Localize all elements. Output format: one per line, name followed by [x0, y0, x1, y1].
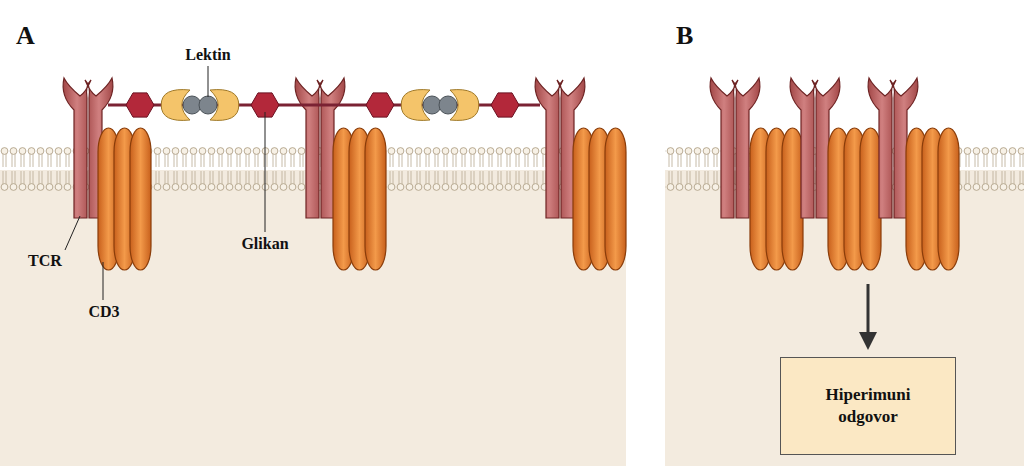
receptors [63, 78, 959, 270]
part-name: CD3 [88, 303, 119, 321]
tcr-cd3-complex [868, 78, 959, 270]
response-box: Hiperimuni odgovor [780, 357, 956, 455]
tcr-chain [63, 78, 91, 218]
cd3-subunit [938, 128, 959, 270]
tcr-cd3-complex [790, 78, 881, 270]
box-text: Hiperimuni odgovor [803, 384, 933, 428]
cd3-subunit [130, 128, 151, 270]
part-name: Lektin [185, 46, 230, 64]
lectin-core [183, 96, 201, 114]
panel-letter: A [16, 22, 35, 51]
cd3-subunit [860, 128, 881, 270]
glycan-hexagon [491, 93, 519, 117]
panel-letter: B [676, 22, 693, 51]
cd3-subunit [605, 128, 626, 270]
tcr-cd3-complex [710, 78, 803, 270]
lectin-core [199, 96, 217, 114]
lectin-chain [108, 90, 540, 121]
tcr-chain [535, 78, 563, 218]
lectin-core [439, 96, 457, 114]
cd3-subunit [365, 128, 386, 270]
glycan-hexagon [366, 93, 394, 117]
tcr-chain [790, 78, 818, 218]
tcr-cd3-complex [535, 78, 626, 270]
lectin-core [423, 96, 441, 114]
glycan-hexagon [126, 93, 154, 117]
down-arrow [859, 284, 877, 350]
tcr-chain [710, 78, 738, 218]
tcr-chain [295, 78, 323, 218]
part-name: Glikan [241, 235, 288, 253]
cd3-subunit [782, 128, 803, 270]
leader-lines [65, 66, 265, 300]
tcr-chain [868, 78, 896, 218]
part-name: TCR [28, 252, 62, 270]
